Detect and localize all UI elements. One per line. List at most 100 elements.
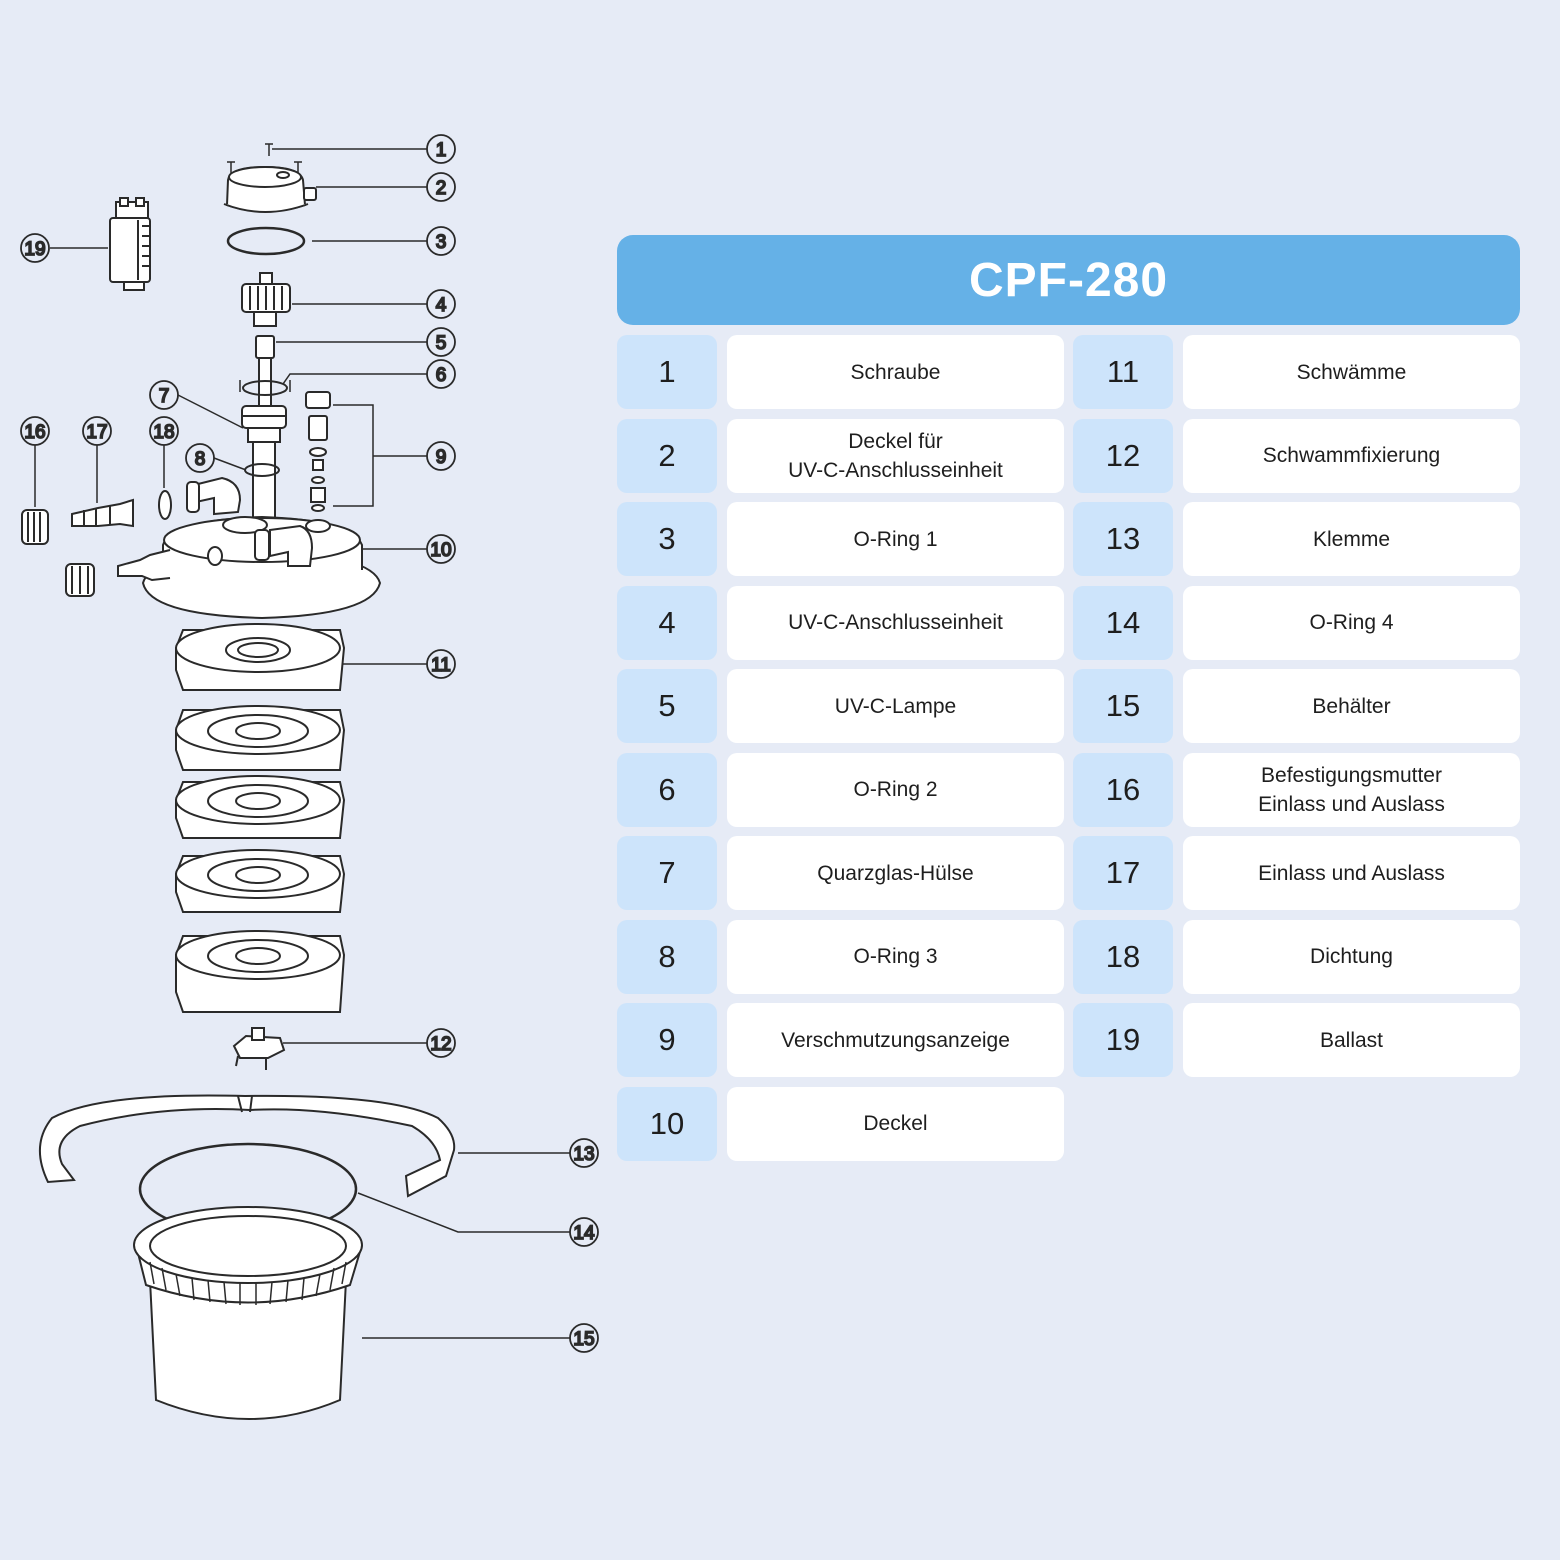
svg-text:17: 17 [86,422,107,443]
part-name: O-Ring 3 [727,919,1064,994]
callout-15: 15 [569,1323,599,1353]
part-number: 2 [617,418,717,493]
sponges-part [175,623,346,1013]
uv-connection-unit-part [241,272,291,327]
part-name: Deckel für UV-C-Anschlusseinheit [727,418,1064,493]
part-name: Dichtung [1183,919,1520,994]
svg-text:14: 14 [573,1223,595,1244]
part-name: UV-C-Anschlusseinheit [727,585,1064,660]
clamp-part [38,1094,456,1198]
part-number: 8 [617,919,717,994]
part-name: Verschmutzungsanzeige [727,1003,1064,1077]
callout-1: 1 [426,134,456,164]
part-name: Klemme [1183,502,1520,576]
part-number: 6 [617,752,717,827]
callout-17: 17 [82,416,112,446]
callout-8: 8 [185,443,215,473]
part-number: 4 [617,585,717,660]
svg-text:18: 18 [153,422,174,443]
svg-text:2: 2 [436,178,447,199]
callout-9: 9 [426,441,456,471]
part-name: O-Ring 1 [727,502,1064,576]
svg-text:7: 7 [159,386,170,407]
part-number: 3 [617,502,717,576]
o-ring-2-part [242,380,288,396]
svg-text:5: 5 [436,333,447,354]
callout-16: 16 [20,416,50,446]
callout-10: 10 [426,534,456,564]
part-number: 13 [1073,502,1173,576]
callout-2: 2 [426,172,456,202]
svg-text:1: 1 [436,140,447,161]
part-number: 19 [1073,1003,1173,1077]
part-name: Quarzglas-Hülse [727,836,1064,910]
part-name: UV-C-Lampe [727,669,1064,743]
part-number: 9 [617,1003,717,1077]
exploded-view-diagram: 1 2 3 4 5 6 7 8 9 10 11 12 13 14 15 16 1… [20,134,599,1420]
ballast-part [109,197,151,291]
part-number: 7 [617,836,717,910]
svg-text:8: 8 [195,449,206,470]
part-name: Schwämme [1183,335,1520,409]
callout-4: 4 [426,289,456,319]
part-number: 17 [1073,836,1173,910]
callout-5: 5 [426,327,456,357]
svg-text:6: 6 [436,365,447,386]
svg-text:9: 9 [436,447,447,468]
svg-text:4: 4 [436,295,447,316]
part-number: 16 [1073,752,1173,827]
callout-18: 18 [149,416,179,446]
leader-lines [34,148,570,1339]
callout-7: 7 [149,380,179,410]
svg-text:12: 12 [430,1034,451,1055]
svg-text:10: 10 [430,540,451,561]
svg-text:19: 19 [24,239,45,260]
part-name: O-Ring 4 [1183,585,1520,660]
part-number: 1 [617,335,717,409]
callout-13: 13 [569,1138,599,1168]
part-number: 11 [1073,335,1173,409]
cap-part [223,165,317,213]
sponge-fixing-part [232,1027,286,1070]
svg-text:13: 13 [573,1144,594,1165]
svg-text:15: 15 [573,1329,594,1350]
container-part [133,1206,363,1420]
part-number: 15 [1073,669,1173,743]
part-number: 5 [617,669,717,743]
model-title: CPF-280 [968,253,1169,307]
part-number: 14 [1073,585,1173,660]
dirt-indicator-part [305,391,331,512]
o-ring-3-part [244,463,280,477]
model-title-banner: CPF-280 [617,235,1520,325]
callouts: 1 2 3 4 5 6 7 8 9 10 11 12 13 14 15 16 1… [20,134,599,1353]
svg-text:16: 16 [24,422,45,443]
callout-6: 6 [426,359,456,389]
callout-3: 3 [426,226,456,256]
part-name: Ballast [1183,1003,1520,1077]
part-name: Einlass und Auslass [1183,836,1520,910]
callout-14: 14 [569,1217,599,1247]
lid-part [117,476,382,620]
callout-11: 11 [426,649,456,679]
part-name: Schwammfixierung [1183,418,1520,493]
part-name: Deckel [727,1086,1064,1161]
o-ring-1-part [226,226,306,256]
callout-12: 12 [426,1028,456,1058]
